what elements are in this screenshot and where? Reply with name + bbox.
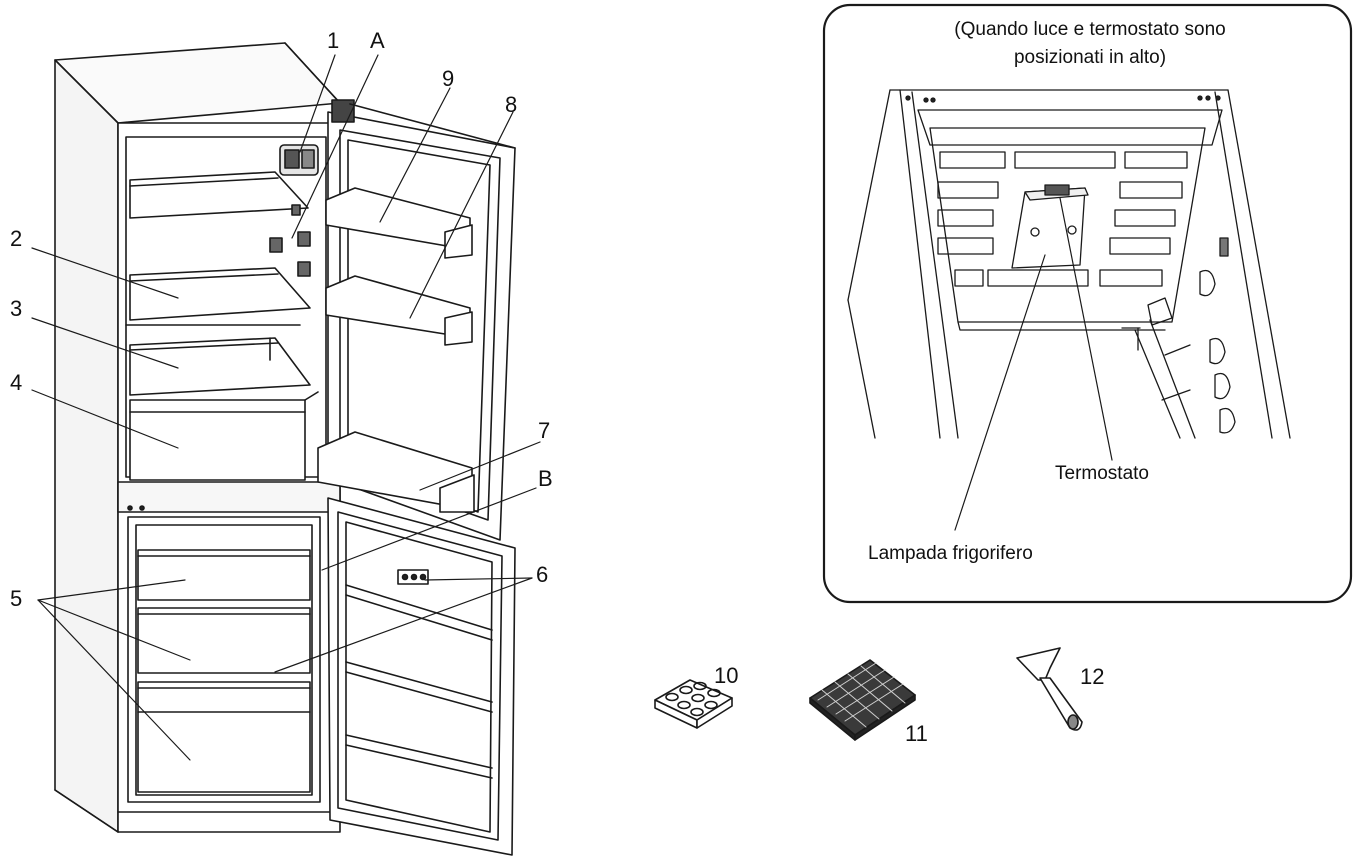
inset-caption-line-1: (Quando luce e termostato sono <box>954 19 1226 40</box>
callout-7: 7 <box>538 418 551 443</box>
freezer-door <box>327 497 516 856</box>
freezer-drawers <box>137 549 311 793</box>
inset-caption-line-2: posizionati in alto) <box>1013 47 1167 68</box>
inset-drawing <box>847 89 1291 531</box>
callout-8: 8 <box>505 92 518 117</box>
fridge-shelves <box>125 171 319 481</box>
ice-cube-tray <box>809 659 916 741</box>
door-bins <box>317 187 475 513</box>
egg-tray <box>654 679 733 729</box>
callout-3: 3 <box>10 296 23 321</box>
callout-5: 5 <box>10 586 23 611</box>
callout-2: 2 <box>10 226 23 251</box>
callout-12: 12 <box>1080 664 1105 689</box>
callout-11: 11 <box>905 721 928 746</box>
callout-1: 1 <box>327 28 340 53</box>
callout-A: A <box>370 28 385 53</box>
inset-frame <box>822 3 1353 604</box>
callout-10: 10 <box>714 663 739 688</box>
callout-9: 9 <box>442 66 455 91</box>
lamp-label: Lampada frigorifero <box>868 543 1033 564</box>
light-thermostat-unit <box>269 144 319 277</box>
leader-lines <box>31 54 541 761</box>
callout-B: B <box>538 466 553 491</box>
callout-6: 6 <box>536 562 549 587</box>
ice-scraper <box>1016 647 1083 731</box>
thermostat-label: Termostato <box>1055 463 1149 484</box>
callout-4: 4 <box>10 370 23 395</box>
